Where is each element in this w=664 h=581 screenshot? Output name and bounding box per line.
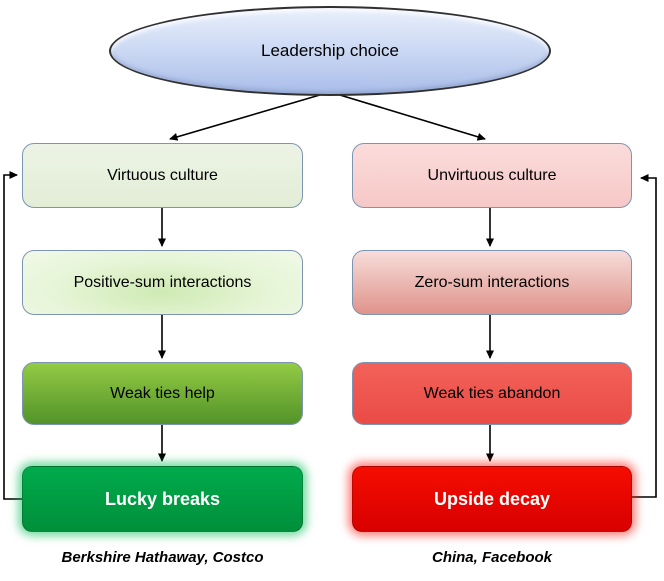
arrow-root-to-unvirtuous [329,91,486,141]
node-lucky-breaks: Lucky breaks [22,466,303,532]
node-label: Virtuous culture [107,166,218,184]
node-virtuous-culture: Virtuous culture [22,143,303,208]
caption-virtuous-examples: Berkshire Hathaway, Costco [61,549,264,566]
node-label: Unvirtuous culture [427,166,557,184]
node-label: Weak ties abandon [423,384,561,402]
node-leadership-choice: Leadership choice [109,6,551,96]
node-label: Weak ties help [110,384,215,402]
caption-unvirtuous-examples: China, Facebook [431,549,553,566]
arrow-root-to-virtuous [169,91,331,141]
feedback-loop-lucky-to-virtuous [3,171,27,500]
feedback-loop-upside-to-unvirtuous [628,174,657,498]
node-positive-sum-interactions: Positive-sum interactions [22,250,303,315]
node-label: Upside decay [433,488,551,509]
node-label: Positive-sum interactions [73,273,252,291]
node-weak-ties-help: Weak ties help [22,362,303,425]
node-unvirtuous-culture: Unvirtuous culture [352,143,632,208]
node-zero-sum-interactions: Zero-sum interactions [352,250,632,315]
node-weak-ties-abandon: Weak ties abandon [352,362,632,425]
node-label: Leadership choice [261,41,399,60]
node-upside-decay: Upside decay [352,466,632,532]
node-label: Lucky breaks [104,488,221,509]
node-label: Zero-sum interactions [414,273,570,291]
